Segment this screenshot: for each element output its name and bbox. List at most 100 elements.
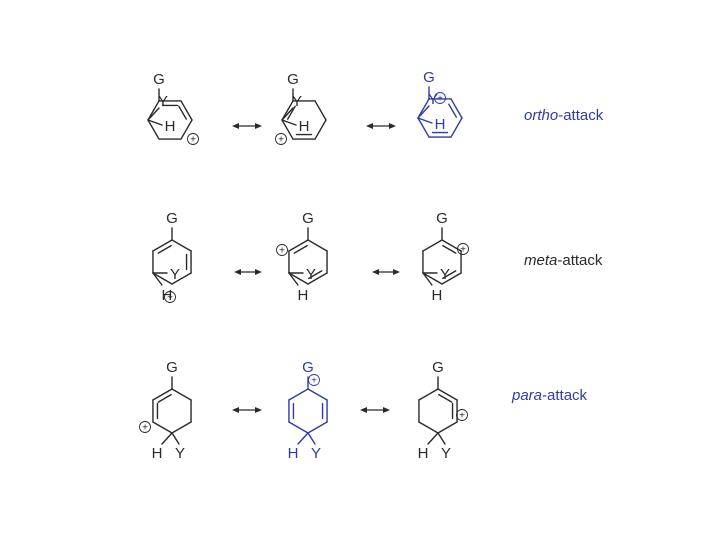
positive-charge-icon: + [164,291,176,304]
electrophile-atom-y: Y [306,266,316,283]
double-bond-line [438,393,453,403]
resonance-arrow-icon [360,407,390,413]
ring-bond-line [307,421,328,434]
hydrogen-atom: H [435,116,446,133]
hydrogen-atom: H [152,445,163,462]
ring-bond-line [422,239,443,252]
electrophile-bond-line [281,107,294,121]
ring-bond-line [180,100,193,121]
substituent-atom-g: G [302,210,314,227]
electrophile-atom-y: Y [428,91,438,108]
positive-charge-icon: + [308,374,320,387]
double-bond-line [442,244,457,254]
ring-bond-line [281,100,294,121]
ring-bond-line [288,272,309,285]
positive-charge-icon: + [457,243,469,256]
double-bond-line [157,393,172,403]
svg-text:+: + [460,245,466,256]
double-bond-line [178,105,188,120]
hydrogen-bond-line [288,272,299,286]
substituent-atom-g: G [432,359,444,376]
ring-bond-line [307,388,328,401]
substituent-atom-g: G [436,210,448,227]
svg-text:+: + [167,293,173,304]
ring-bond-line [307,239,328,252]
hydrogen-bond-line [427,432,439,445]
resonance-arrow-icon [372,269,400,275]
svg-text:+: + [142,423,148,434]
ortho-attack-label: ortho-attack [524,107,604,124]
electrophile-bond-line [437,432,446,445]
substituent-atom-g: G [302,359,314,376]
ring-bond-line [422,272,443,285]
positive-charge-icon: + [187,133,199,146]
ring-bond-line [152,239,173,252]
para-attack-label: para-attack [511,387,588,404]
positive-charge-icon: + [275,133,287,146]
positive-charge-icon: + [456,409,468,422]
ring-bond-line [288,239,309,252]
hydrogen-bond-line [281,119,297,126]
ring-bond-line [417,117,430,138]
electrophile-bond-line [171,432,180,445]
ring-bond-line [152,388,173,401]
meta-attack-label: meta-attack [524,252,603,269]
substituent-atom-g: G [166,210,178,227]
ring-bond-line [171,239,192,252]
ring-bond-line [152,272,173,285]
svg-text:+: + [311,376,317,387]
electrophile-atom-y: Y [440,266,450,283]
svg-text:+: + [459,411,465,422]
ring-bond-line [147,119,160,140]
electrophile-bond-line [417,105,430,119]
ring-bond-line [307,272,328,285]
ring-bond-line [437,421,458,434]
ring-bond-line [147,100,160,121]
hydrogen-bond-line [417,117,433,124]
resonance-arrow-icon [232,123,262,129]
ring-bond-line [314,119,327,140]
electrophile-atom-y: Y [292,93,302,110]
ring-bond-line [281,119,294,140]
ring-bond-line [418,388,439,401]
ring-bond-line [441,272,462,285]
positive-charge-icon: + [139,421,151,434]
ring-bond-line [288,421,309,434]
ring-bond-line [180,119,193,140]
substituent-atom-g: G [287,71,299,88]
double-bond-line [308,270,323,280]
electrophile-atom-y: Y [175,445,185,462]
svg-text:+: + [190,135,196,146]
substituent-atom-g: G [423,69,435,86]
meta-attack-row: GYH+GYH+GYH+ [152,210,469,304]
svg-text:+: + [279,246,285,257]
resonance-arrow-icon [366,123,396,129]
double-bond-line [448,103,458,118]
ortho-attack-row: GYH+GYH+GYH+ [147,69,463,146]
hydrogen-bond-line [161,432,173,445]
svg-text:+: + [278,135,284,146]
hydrogen-bond-line [152,272,163,286]
ring-bond-line [437,388,458,401]
electrophile-atom-y: Y [311,445,321,462]
hydrogen-bond-line [422,272,433,286]
ring-bond-line [152,421,173,434]
hydrogen-atom: H [162,287,173,304]
ring-bond-line [418,421,439,434]
hydrogen-atom: H [299,118,310,135]
ring-bond-line [288,388,309,401]
hydrogen-atom: H [165,118,176,135]
electrophile-atom-y: Y [158,93,168,110]
ring-bond-line [417,98,430,119]
double-bond-line [442,270,457,280]
positive-charge-icon: + [434,92,446,105]
positive-charge-icon: + [276,244,288,257]
electrophile-atom-y: Y [441,445,451,462]
substituent-atom-g: G [153,71,165,88]
substituent-atom-g: G [166,359,178,376]
hydrogen-atom: H [298,287,309,304]
resonance-arrow-icon [234,269,262,275]
hydrogen-atom: H [288,445,299,462]
